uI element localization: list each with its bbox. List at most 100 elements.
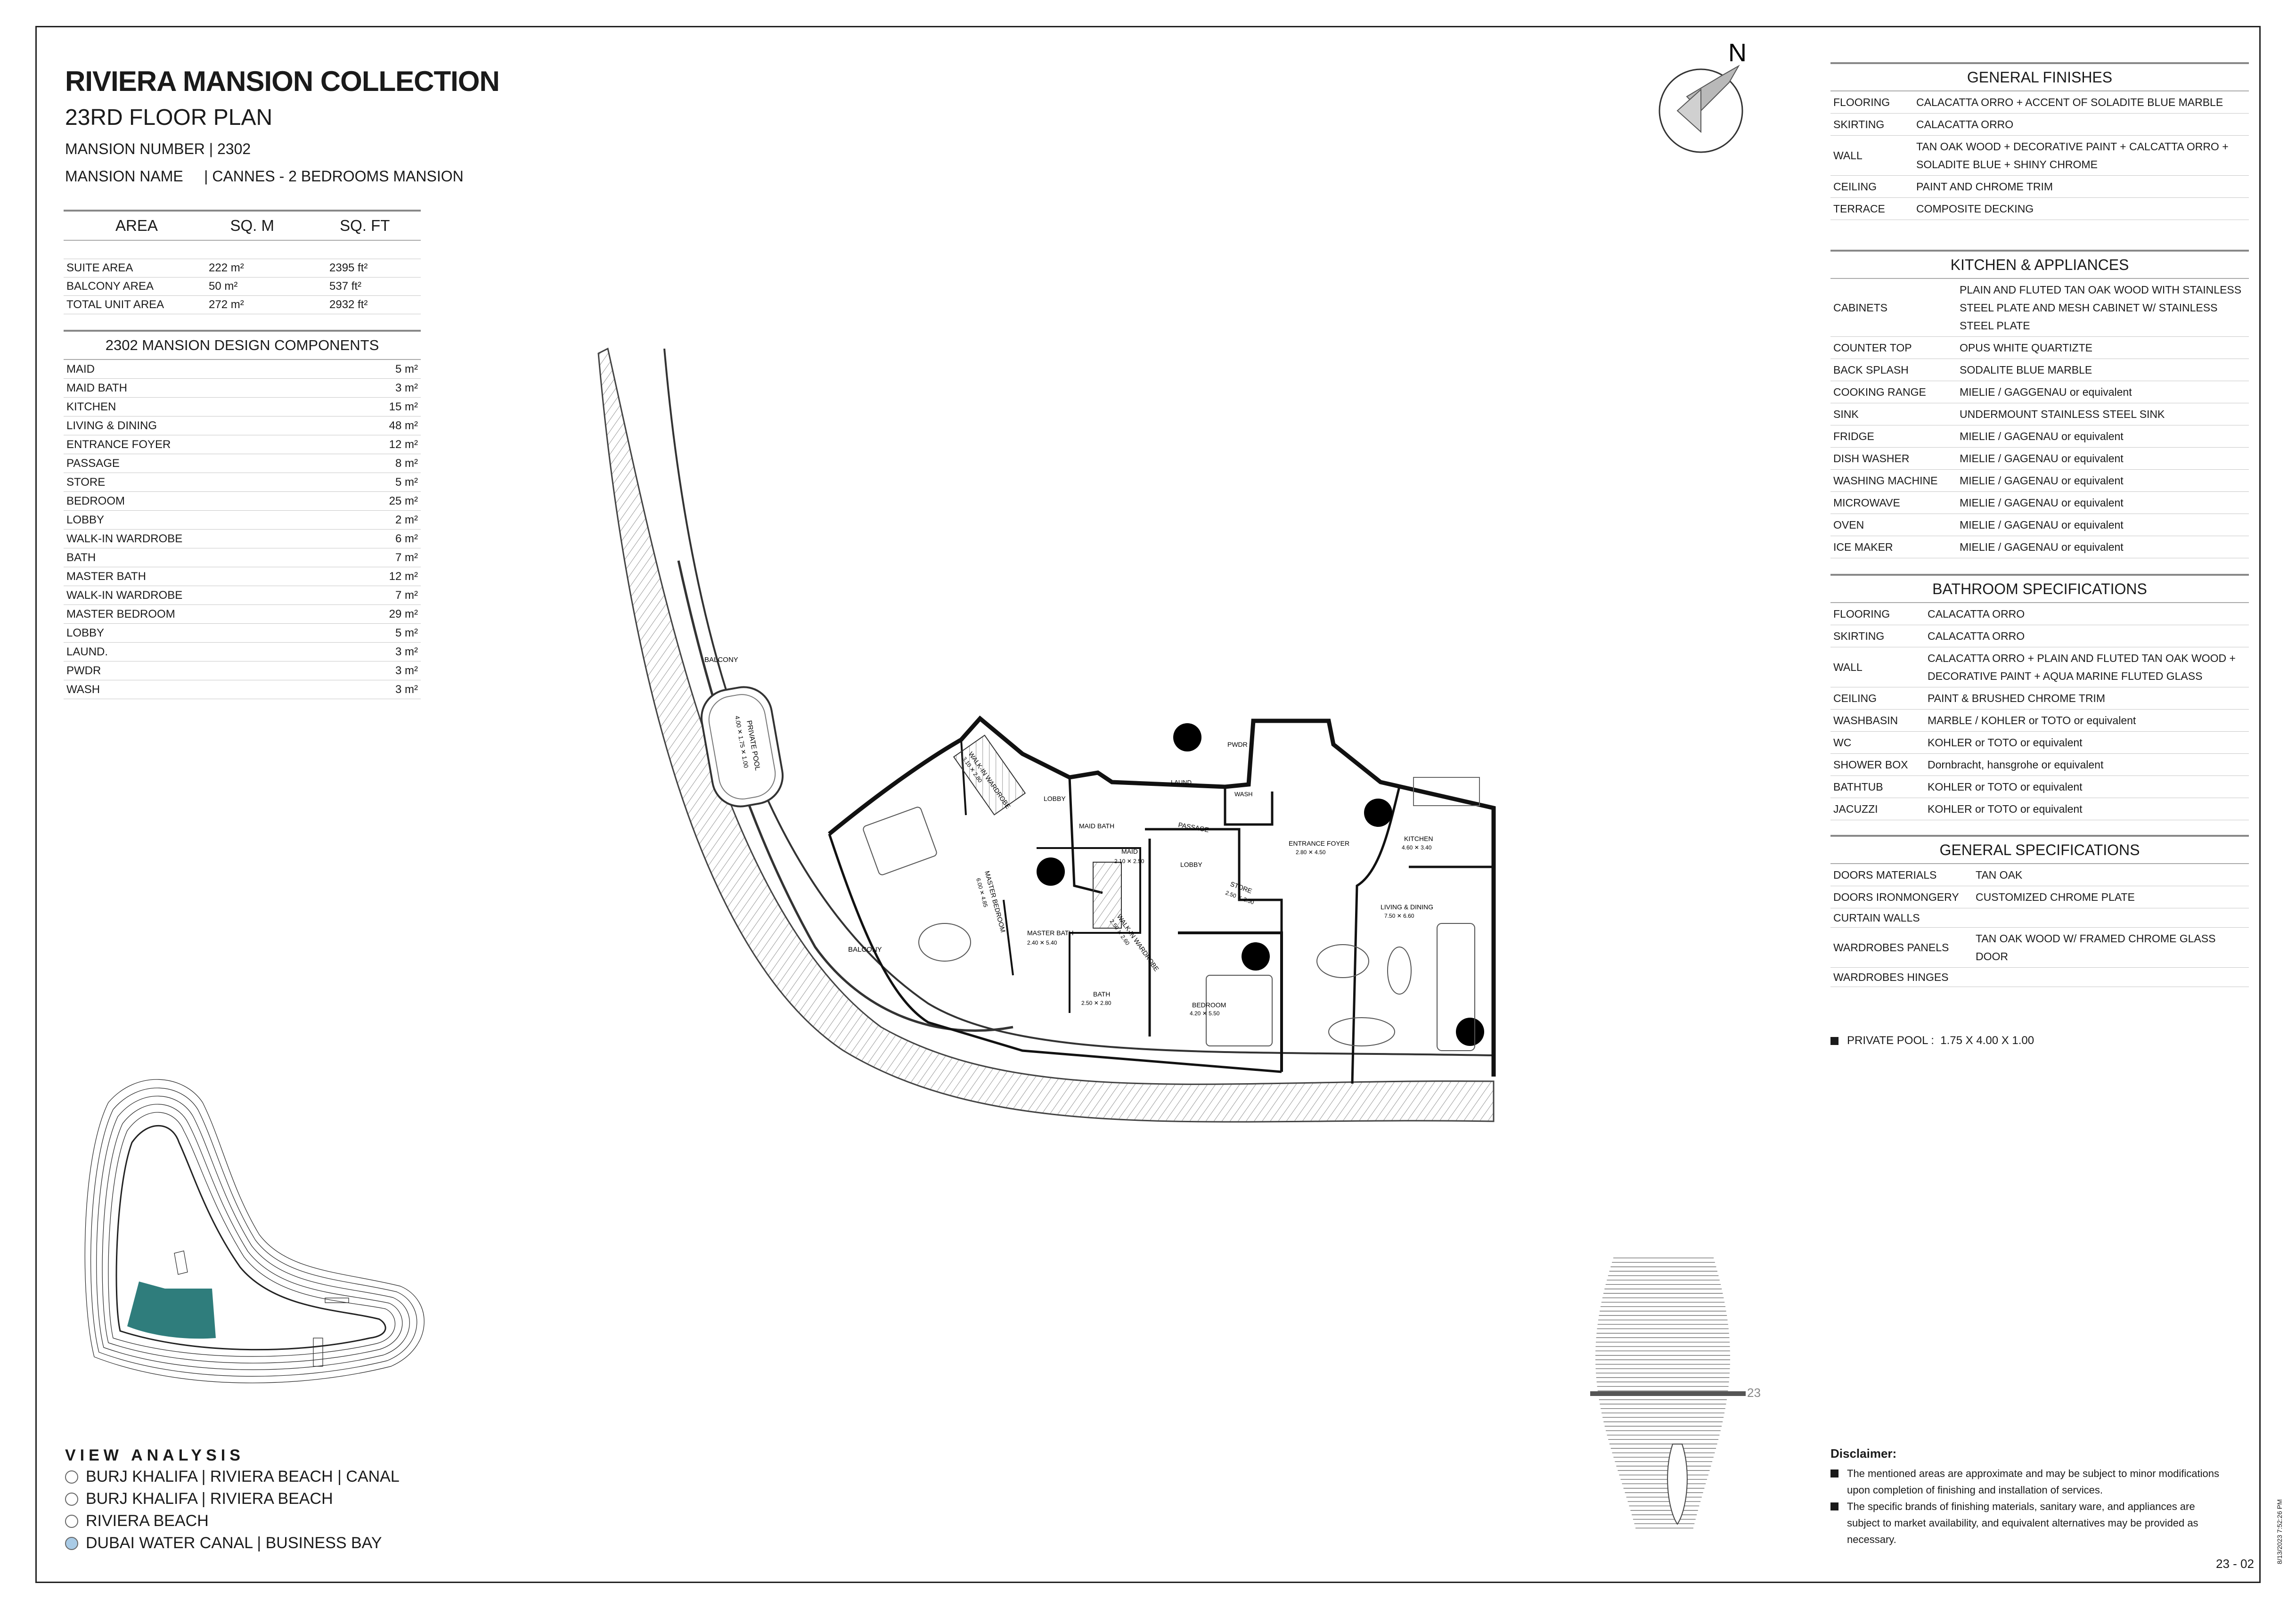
bath-dim: 2.50 ✕ 2.80 xyxy=(1081,1000,1111,1006)
floor-plan-title: 23RD FLOOR PLAN xyxy=(65,105,273,130)
maid-label: MAID xyxy=(1121,848,1138,855)
foyer-dim: 2.80 ✕ 4.50 xyxy=(1296,849,1326,856)
components-title: 2302 MANSION DESIGN COMPONENTS xyxy=(64,330,421,360)
radio-selected-icon[interactable] xyxy=(65,1536,78,1550)
living-label: LIVING & DINING xyxy=(1381,903,1433,911)
bathroom-title: BATHROOM SPECIFICATIONS xyxy=(1830,574,2249,603)
key-plan-icon xyxy=(84,1079,425,1383)
bath-label: BATH xyxy=(1093,990,1110,998)
kitchen-title: KITCHEN & APPLIANCES xyxy=(1830,250,2249,279)
maid-bath-label: MAID BATH xyxy=(1079,822,1114,830)
master-bath-dim: 2.40 ✕ 5.40 xyxy=(1027,939,1057,946)
private-pool-note: PRIVATE POOL : 1.75 X 4.00 X 1.00 xyxy=(1830,1034,2034,1047)
col-sqm: SQ. M xyxy=(230,217,274,234)
radio-icon[interactable] xyxy=(65,1492,78,1506)
col-sqft: SQ. FT xyxy=(340,217,390,234)
spec-row: WARDROBES HINGES xyxy=(1830,968,2249,987)
area-table-header: AREA SQ. M SQ. FT xyxy=(64,210,421,241)
wash-label: WASH xyxy=(1234,791,1253,798)
living-dim: 7.50 ✕ 6.60 xyxy=(1384,913,1414,919)
bullet-icon xyxy=(1830,1037,1838,1045)
lobby-1-label: LOBBY xyxy=(1044,795,1066,802)
foyer-label: ENTRANCE FOYER xyxy=(1289,840,1349,847)
bullet-icon xyxy=(1830,1469,1838,1477)
radio-icon[interactable] xyxy=(65,1470,78,1484)
master-bath-label: MASTER BATH xyxy=(1027,929,1074,937)
bedroom-dim: 4.20 ✕ 5.50 xyxy=(1190,1010,1220,1017)
bedroom-label: BEDROOM xyxy=(1192,1001,1226,1009)
balcony-label-bottom: BALCONY xyxy=(848,946,882,954)
bullet-icon xyxy=(1830,1502,1838,1510)
balcony-label-top: BALCONY xyxy=(704,656,738,664)
floor-plan: PRIVATE POOL 4.00 ✕ 1.75 ✕ 1.00 BALCONY … xyxy=(597,347,1496,1123)
laund-label: LAUND. xyxy=(1171,779,1193,786)
view-option[interactable]: BURJ KHALIFA | RIVIERA BEACH | CANAL xyxy=(65,1468,400,1486)
project-title: RIVIERA MANSION COLLECTION xyxy=(65,65,500,97)
mansion-name: MANSION NAME | CANNES - 2 BEDROOMS MANSI… xyxy=(65,168,464,185)
mansion-number: MANSION NUMBER | 2302 xyxy=(65,140,251,157)
passage-label: PASSAGE xyxy=(1177,821,1209,833)
print-timestamp: 8/13/2023 7:52:26 PM xyxy=(2276,1499,2283,1564)
view-option[interactable]: BURJ KHALIFA | RIVIERA BEACH xyxy=(65,1490,333,1508)
kitchen-label: KITCHEN xyxy=(1404,835,1433,842)
north-label: N xyxy=(1728,39,1747,67)
disclaimer-item: The specific brands of finishing materia… xyxy=(1830,1498,2226,1548)
lobby-2-label: LOBBY xyxy=(1180,861,1202,868)
view-option-selected[interactable]: DUBAI WATER CANAL | BUSINESS BAY xyxy=(65,1534,382,1552)
col-area: AREA xyxy=(115,217,158,234)
radio-icon[interactable] xyxy=(65,1514,78,1528)
view-analysis-title: VIEW ANALYSIS xyxy=(65,1446,245,1464)
spec-row: CURTAIN WALLS xyxy=(1830,908,2249,928)
view-option[interactable]: RIVIERA BEACH xyxy=(65,1512,209,1530)
component-row: LAUND.3 m² xyxy=(64,643,421,661)
